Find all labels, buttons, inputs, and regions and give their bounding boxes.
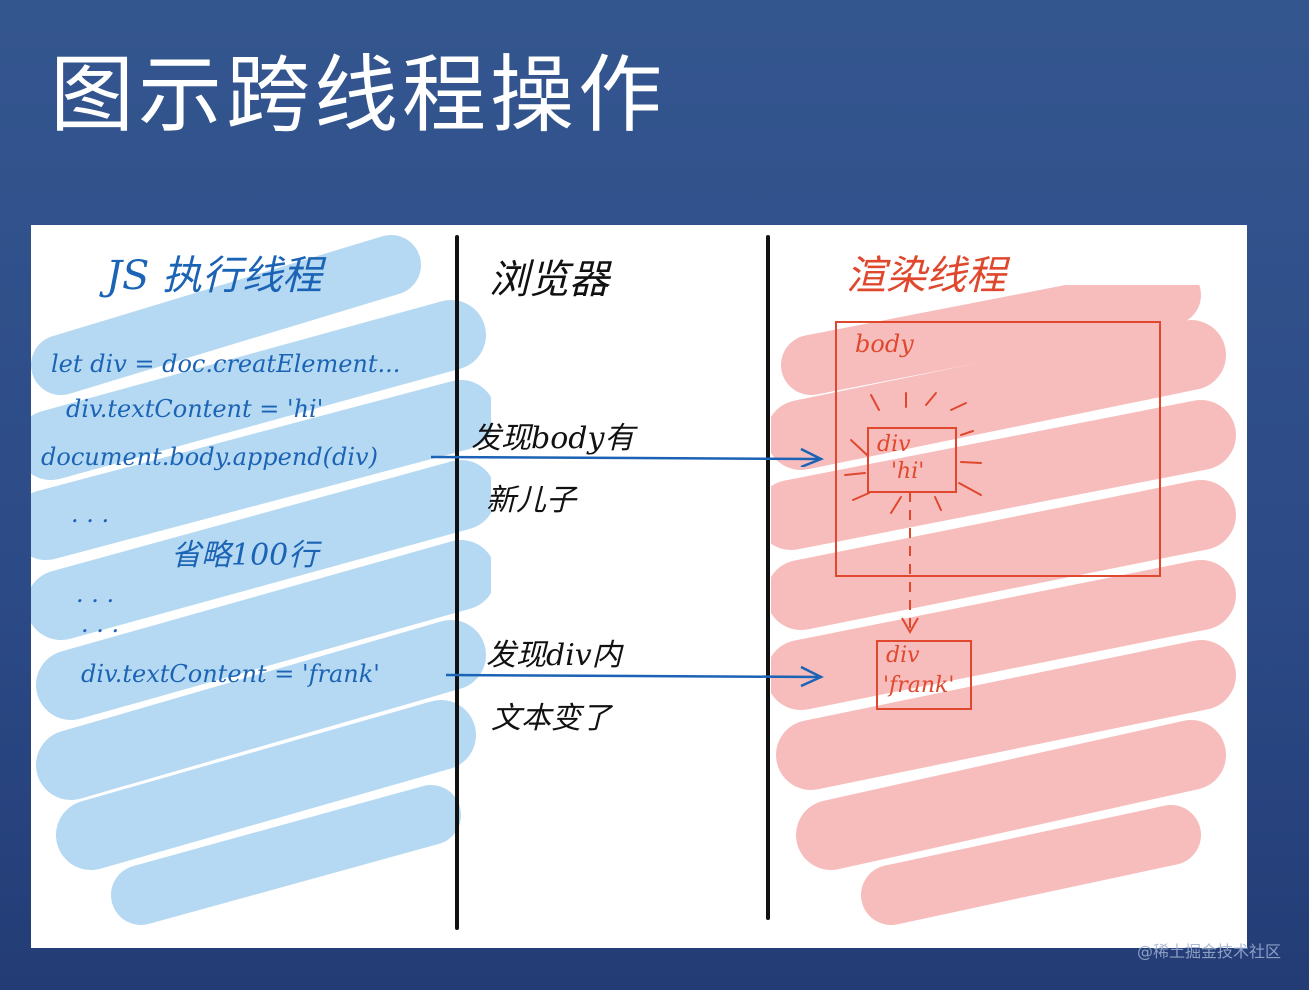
dashed-change-arrow [901,492,919,635]
code-line-append: document.body.append(div) [41,443,378,471]
div-hi-text: 'hi' [891,459,925,484]
div-frank-text: 'frank' [883,673,955,698]
div-hi-tag: div [877,432,911,457]
body-label: body [855,330,914,358]
browser-note-2-line1: 发现div内 [486,638,622,673]
js-thread-title: JS 执行线程 [106,253,323,299]
divider-right [766,235,770,920]
ellipsis-dots-3: . . . [81,610,120,638]
browser-note-2-line2: 文本变了 [491,701,611,736]
highlight-rays [844,392,982,514]
div-frank-tag: div [886,643,920,668]
code-line-create: let div = doc.creatElement... [51,350,401,378]
ellipsis-dots-2: . . . [76,580,115,608]
divider-left [455,235,459,930]
code-line-text-frank: div.textContent = 'frank' [81,660,380,688]
browser-title: 浏览器 [489,257,609,303]
div-frank-box [876,640,972,710]
slide-title: 图示跨线程操作 [50,46,667,144]
code-line-text-hi: div.textContent = 'hi' [66,395,324,423]
browser-note-1-line1: 发现body有 [471,421,635,456]
watermark: @稀土掘金技术社区 [1136,942,1281,961]
ellipsis-dots-1: . . . [71,500,110,528]
omitted-lines-note: 省略100行 [171,538,319,573]
div-hi-box [867,427,957,493]
arrow-text-change-to-render [445,665,824,687]
render-thread-title: 渲染线程 [846,253,1006,299]
blue-marker-wash [31,235,491,925]
body-box [835,321,1161,577]
red-marker-wash [771,285,1236,925]
arrow-append-to-render [430,447,825,467]
diagram-canvas: JS 执行线程 浏览器 渲染线程 let div = doc.creatElem… [31,225,1247,948]
browser-note-1-line2: 新儿子 [486,483,576,518]
